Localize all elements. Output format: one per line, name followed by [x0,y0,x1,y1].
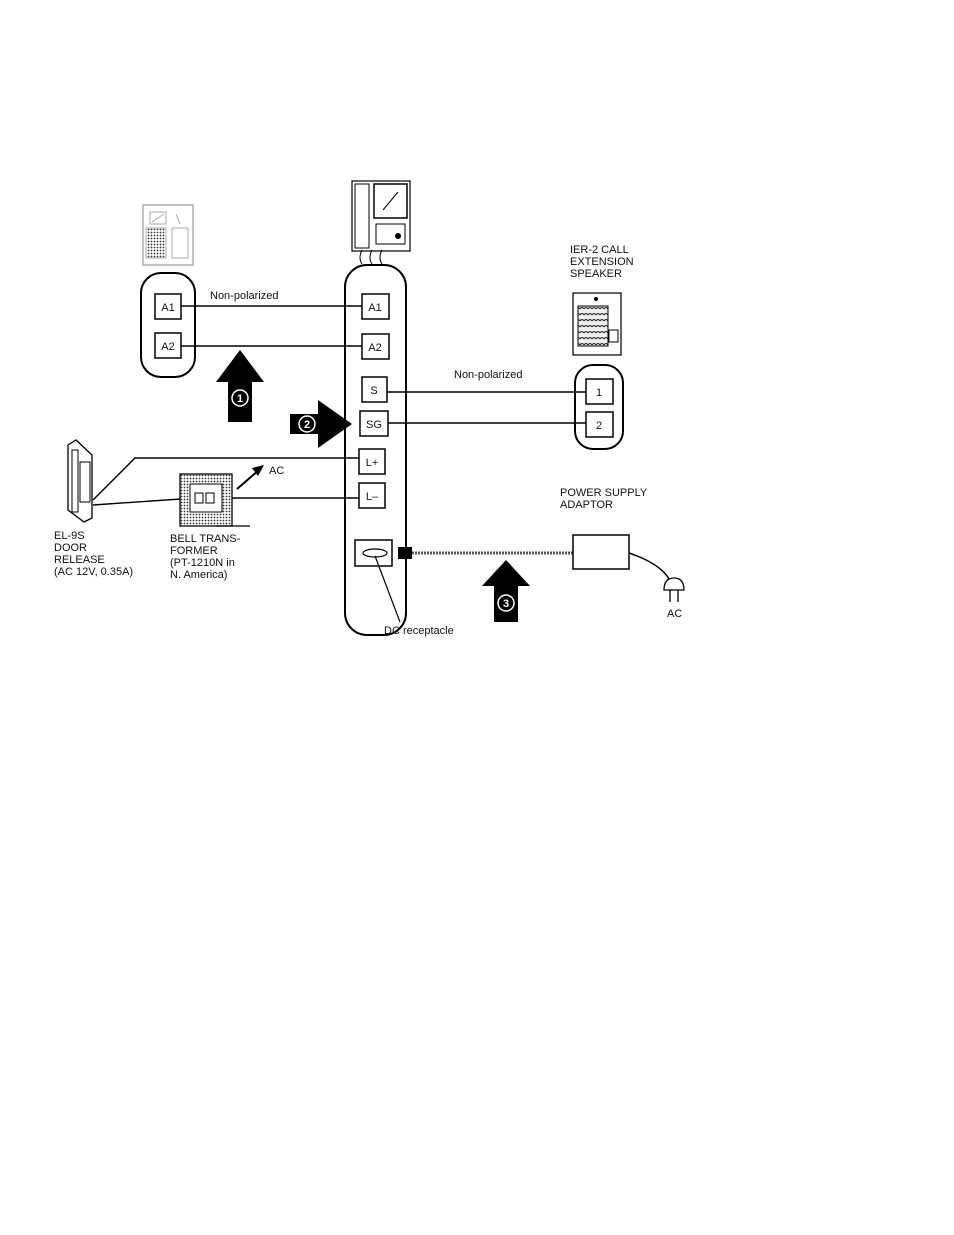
svg-text:A2: A2 [368,342,381,354]
svg-text:EXTENSION: EXTENSION [570,256,634,268]
svg-text:A1: A1 [368,302,381,314]
svg-text:1: 1 [237,393,243,405]
door-station-terminal-box [141,273,195,377]
svg-text:L–: L– [366,491,379,503]
svg-text:(AC 12V, 0.35A): (AC 12V, 0.35A) [54,566,133,578]
monitor-terminal-a1: A1 [362,294,389,319]
ac-cord [629,553,672,585]
bell-transformer-illustration [180,474,250,526]
power-supply-label: POWER SUPPLY ADAPTOR [560,487,648,511]
svg-text:ADAPTOR: ADAPTOR [560,499,613,511]
ac-arrow-transformer [237,465,264,489]
monitor-terminal-a2: A2 [362,334,389,359]
step-3-arrow: 3 [482,560,530,622]
ac-plug-icon [664,578,684,602]
monitor-illustration [352,181,410,264]
speaker-terminal-1: 1 [586,379,613,404]
svg-text:N. America): N. America) [170,569,227,581]
door-station-illustration [143,205,193,265]
svg-text:RELEASE: RELEASE [54,554,105,566]
monitor-terminal-l-plus: L+ [359,449,385,474]
speaker-illustration [573,293,621,355]
svg-text:FORMER: FORMER [170,545,218,557]
svg-text:A1: A1 [161,302,174,314]
monitor-terminal-sg: SG [360,411,388,436]
speaker-title: IER-2 CALL EXTENSION SPEAKER [570,244,634,280]
svg-text:L+: L+ [366,457,379,469]
nonpolarized-left-label: Non-polarized [210,290,278,302]
svg-text:BELL TRANS-: BELL TRANS- [170,533,241,545]
svg-text:IER-2 CALL: IER-2 CALL [570,244,629,256]
step-2-arrow: 2 [290,400,352,448]
svg-text:SPEAKER: SPEAKER [570,268,622,280]
ac-plug-label: AC [667,608,682,620]
dc-receptacle-label: DC receptacle [384,625,454,637]
svg-text:(PT-1210N in: (PT-1210N in [170,557,235,569]
svg-text:2: 2 [304,419,310,431]
svg-text:EL-9S: EL-9S [54,530,85,542]
svg-text:SG: SG [366,419,382,431]
door-release-illustration [68,440,92,522]
step-1-arrow: 1 [216,350,264,422]
door-release-label: EL-9S DOOR RELEASE (AC 12V, 0.35A) [54,530,133,578]
svg-text:1: 1 [596,387,602,399]
nonpolarized-right-label: Non-polarized [454,369,522,381]
svg-text:S: S [370,385,377,397]
svg-text:2: 2 [596,420,602,432]
svg-text:DOOR: DOOR [54,542,87,554]
dc-plug [398,547,412,559]
svg-text:3: 3 [503,598,509,610]
monitor-terminal-l-minus: L– [359,483,385,508]
speaker-terminal-2: 2 [586,412,613,437]
bell-transformer-label: BELL TRANS- FORMER (PT-1210N in N. Ameri… [170,533,241,581]
svg-text:A2: A2 [161,341,174,353]
ac-transformer-label: AC [269,465,284,477]
door-terminal-a2: A2 [155,333,181,358]
power-supply-adaptor [573,535,629,569]
monitor-terminal-s: S [362,377,387,402]
svg-text:POWER SUPPLY: POWER SUPPLY [560,487,648,499]
door-terminal-a1: A1 [155,294,181,319]
